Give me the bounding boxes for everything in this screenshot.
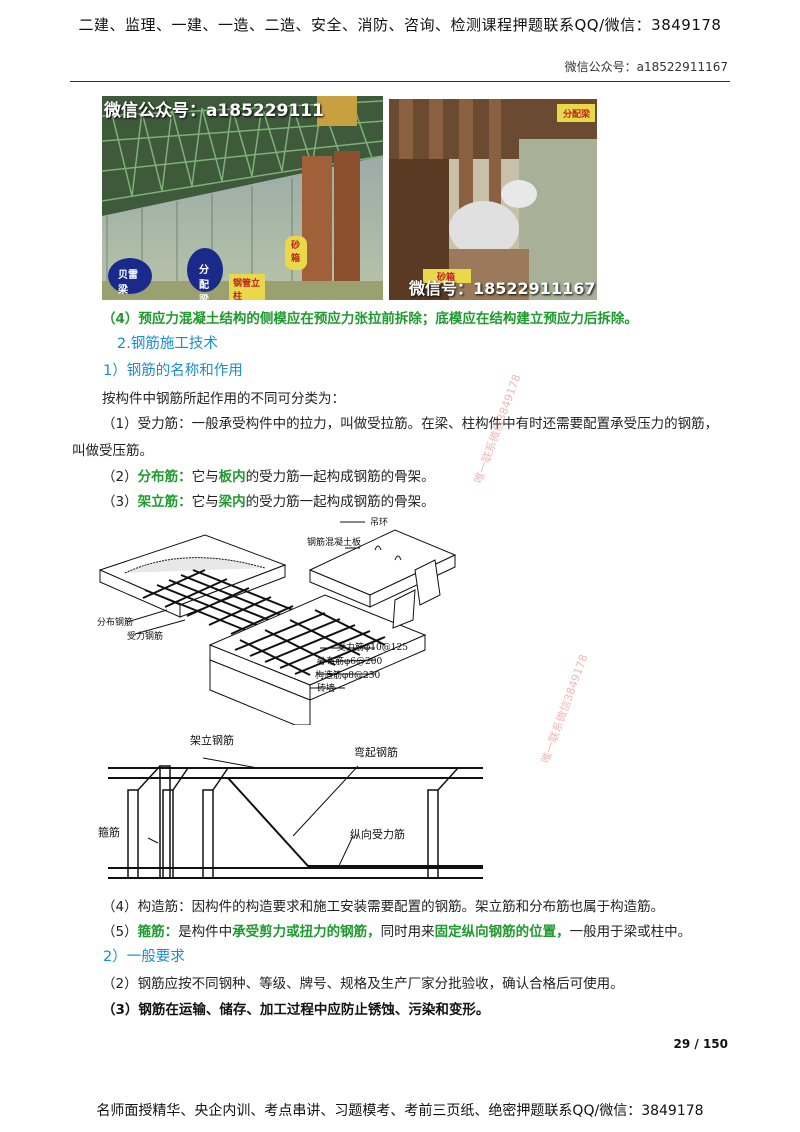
heading-rebar-names: 1）钢筋的名称和作用 — [103, 363, 243, 379]
req-prevent-corrosion: （3）钢筋在运输、储存、加工过程中应防止锈蚀、污染和变形。 — [102, 1002, 490, 1018]
fig-label-slab: 钢筋混凝土板 — [307, 536, 361, 548]
fig-label-main-left: 受力钢筋 — [127, 630, 163, 642]
figure-slab-rebar: 吊环 钢筋混凝土板 分布钢筋 受力钢筋 受力筋φ10@125 分布筋φ6@200… — [95, 510, 495, 726]
item-erection-bar: （3）架立筋：它与梁内的受力筋一起构成钢筋的骨架。 — [102, 492, 742, 512]
item5-highlight-2: 固定纵向钢筋的位置， — [434, 924, 570, 940]
item-tension-bar-b: 叫做受压筋。 — [72, 443, 153, 459]
item2-mid: 它与 — [191, 469, 219, 485]
figure-beam-rebar: 架立钢筋 弯起钢筋 箍筋 纵向受力筋 — [98, 728, 488, 893]
heading-rebar-construction: 2.钢筋施工技术 — [117, 336, 218, 352]
photo-watermark-right: 微信号：18522911167 — [409, 279, 596, 298]
fig-label-stirrup: 箍筋 — [98, 825, 120, 839]
item5-mid: 是构件中 — [178, 924, 233, 940]
diagonal-watermark-2: 唯一联系微信3849178 — [538, 652, 591, 766]
item-tension-bar-a: （1）受力筋：一般承受构件中的拉力，叫做受拉筋。在梁、柱构件中有时还需要配置承受… — [102, 416, 719, 432]
item3-post: 的受力筋一起构成钢筋的骨架。 — [245, 494, 435, 510]
fig-label-bent: 弯起钢筋 — [354, 745, 398, 759]
item2-prefix: （2） — [102, 469, 138, 485]
top-banner: 二建、监理、一建、一造、二造、安全、消防、咨询、检测课程押题联系QQ/微信：38… — [78, 16, 722, 34]
label-bailey-beam: 贝雷梁 — [118, 270, 138, 296]
label-sand-box-right: 砂箱 — [437, 273, 456, 283]
item5-prefix: （5） — [102, 924, 138, 940]
header-wechat: 微信公众号：a18522911167 — [564, 60, 728, 74]
item-construction-bar: （4）构造筋：因构件的构造要求和施工安装需要配置的钢筋。架立筋和分布筋也属于构造… — [102, 899, 665, 915]
item5-post: 一般用于梁或柱中。 — [569, 924, 692, 940]
item5-mid2: 同时用来 — [380, 924, 435, 940]
page-number: 29 / 150 — [673, 1037, 729, 1051]
label-steel-column: 钢管立柱 — [233, 279, 261, 300]
item3-prefix: （3） — [102, 494, 138, 510]
fig-label-const-bar: 构造筋φ8@250 — [315, 669, 380, 681]
item5-term: 箍筋： — [137, 924, 179, 940]
item2-term: 分布筋： — [137, 469, 192, 485]
photo-watermark-left: 微信公众号：a185229111 — [104, 101, 324, 121]
item-stirrup: （5）箍筋：是构件中承受剪力或扭力的钢筋，同时用来固定纵向钢筋的位置，一般用于梁… — [102, 922, 742, 942]
label-distribution-beam-right: 分配梁 — [563, 110, 591, 120]
fig-label-main-bar: 受力筋φ10@125 — [337, 641, 408, 653]
fig-label-hook: 吊环 — [370, 517, 388, 528]
req-batch-acceptance: （2）钢筋应按不同钢种、等级、牌号、规格及生产厂家分批验收，确认合格后可使用。 — [102, 976, 624, 992]
item2-highlight: 板内 — [218, 469, 246, 485]
item3-mid: 它与 — [191, 494, 219, 510]
header-rule — [70, 81, 730, 82]
para-formwork-removal: （4）预应力混凝土结构的侧模应在预应力张拉前拆除；底模应在结构建立预应力后拆除。 — [102, 311, 638, 327]
fig-label-dist-bar: 分布筋φ6@200 — [317, 655, 382, 667]
photo-distribution-beam: 微信号：18522911167 分配梁 砂箱 — [389, 99, 597, 300]
bottom-banner: 名师面授精华、央企内训、考点串讲、习题模考、考前三页纸、绝密押题联系QQ/微信：… — [96, 1103, 704, 1119]
para-intro: 按构件中钢筋所起作用的不同可分类为： — [102, 391, 345, 407]
item3-term: 架立筋： — [137, 494, 192, 510]
label-sand-box: 砂箱 — [291, 241, 301, 264]
fig-label-wall: 砖墙 — [317, 682, 335, 694]
item5-highlight-1: 承受剪力或扭力的钢筋， — [232, 924, 381, 940]
fig-label-longitudinal: 纵向受力筋 — [350, 827, 405, 841]
fig-label-erection: 架立钢筋 — [190, 733, 234, 747]
item3-highlight: 梁内 — [218, 494, 246, 510]
heading-general-requirements: 2）一般要求 — [103, 949, 185, 965]
fig-label-dist-left: 分布钢筋 — [97, 616, 133, 628]
label-distribution-beam: 分配梁 — [199, 265, 209, 300]
item-distribution-bar: （2）分布筋：它与板内的受力筋一起构成钢筋的骨架。 — [102, 467, 742, 487]
photo-bailey-truss: 微信公众号：a185229111 贝雷梁 分配梁 钢管立柱 砂箱 — [102, 96, 383, 300]
item2-post: 的受力筋一起构成钢筋的骨架。 — [245, 469, 435, 485]
